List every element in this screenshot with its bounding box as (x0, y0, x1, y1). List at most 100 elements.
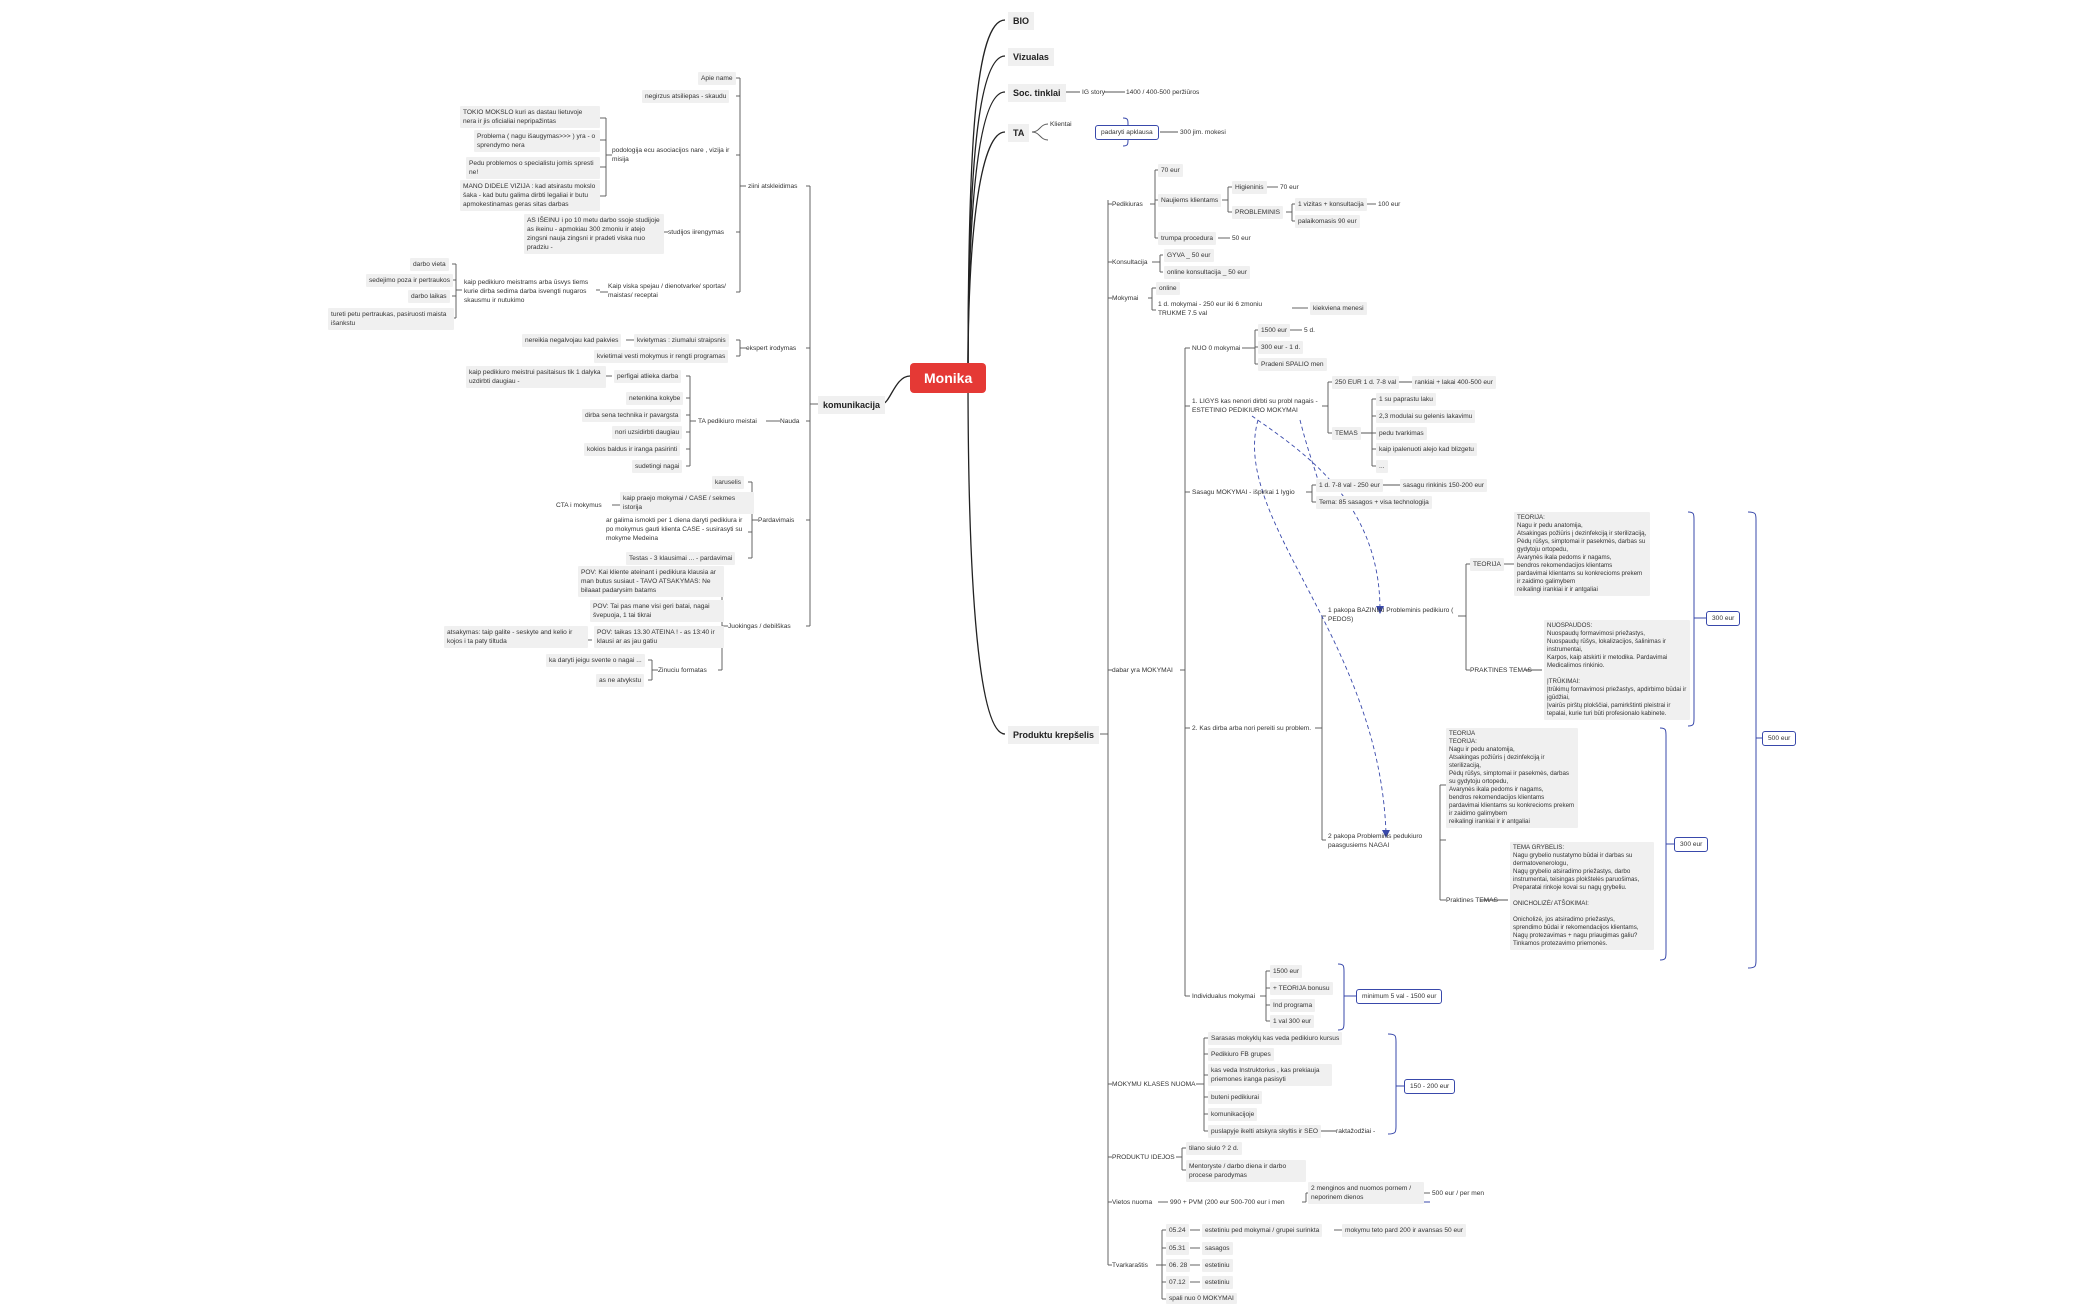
tema-2[interactable]: 2,3 modulai su gelenis lakavimu (1376, 410, 1476, 423)
tvark-d4[interactable]: 07.12 (1166, 1276, 1189, 1289)
mokymai-online[interactable]: online (1156, 282, 1180, 295)
trumpa-50[interactable]: 50 eur (1232, 235, 1251, 242)
sedejimo-poza[interactable]: sedejimo poza ir pertraukos (366, 274, 453, 287)
topic-ta[interactable]: TA (1008, 124, 1030, 142)
atsakymas[interactable]: atsakymas: taip galite - seskyte and kel… (444, 626, 588, 648)
ta-pedikiuro-meistai[interactable]: TA pedikiuro meistai (698, 418, 757, 425)
topic-soc-tinklai[interactable]: Soc. tinklai (1008, 84, 1066, 102)
ka-daryti[interactable]: ka daryti jeigu svente o nagai ... (546, 654, 645, 667)
nuo-0-mokymai[interactable]: NUO 0 mokymai (1192, 345, 1241, 352)
testas[interactable]: Testas - 3 klausimai ... - pardavimai (626, 552, 736, 565)
nuo0-1500[interactable]: 1500 eur (1258, 324, 1291, 337)
ta-klientai[interactable]: Klientai (1050, 121, 1072, 128)
vietos-pvm[interactable]: 990 + PVM (200 eur 500-700 eur i men (1170, 1199, 1285, 1206)
ind-programa[interactable]: Ind programa (1270, 999, 1316, 1012)
as-ne-atvykstu[interactable]: as ne atvykstu (596, 674, 645, 687)
sasagu-1d[interactable]: 1 d. 7-8 val - 250 eur (1316, 479, 1383, 492)
lygis-temas[interactable]: TEMAS (1332, 427, 1361, 440)
vietos-nuoma[interactable]: Vietos nuoma (1112, 1199, 1153, 1206)
tvark-d4-text[interactable]: estetiniu (1202, 1276, 1233, 1289)
tokio-mokslo[interactable]: TOKIO MOKSLO kuri as dastau lietuvoje ne… (460, 106, 600, 128)
idejos-mentoryste[interactable]: Mentoryste / darbo diena ir darbo proces… (1186, 1160, 1306, 1182)
pov-2[interactable]: POV: Tai pas mane visi geri batai, nagai… (590, 600, 724, 622)
pedu-problemos[interactable]: Pedu problemos o specialistu jomis spres… (466, 157, 600, 179)
klases-buteni[interactable]: buteni pedikiurai (1208, 1091, 1263, 1104)
higieninis-70[interactable]: 70 eur (1280, 184, 1299, 191)
vietos-menginos[interactable]: 2 menginos and nuomos pornem / neporinem… (1308, 1182, 1424, 1204)
perfigai[interactable]: perfigai atlieka darba (614, 370, 682, 383)
tema-3[interactable]: pedu tvarkimas (1376, 427, 1427, 440)
nereikia[interactable]: nereikia negalvojau kad pakvies (522, 334, 622, 347)
cta-mokymus[interactable]: CTA i mokymus (556, 502, 602, 509)
konsultacija-online[interactable]: online konsultacija _ 50 eur (1164, 266, 1250, 279)
pedikiuras[interactable]: Pedikiuras (1112, 201, 1143, 208)
ind-teorija[interactable]: + TEORIJA bonusu (1270, 982, 1333, 995)
kaip-praejo[interactable]: kaip praejo mokymai / CASE / sekmes isto… (620, 492, 754, 514)
karuselis[interactable]: karuselis (712, 476, 745, 489)
klases-sarasas[interactable]: Sarasas mokyklų kas veda pedikiuro kursu… (1208, 1032, 1343, 1045)
sasagu-tema[interactable]: Tema: 85 sasagos + visa technologija (1316, 496, 1432, 509)
mokymai-grupe[interactable]: 1 d. mokymai - 250 eur iki 6 zmoniu TRUK… (1158, 301, 1263, 317)
mokymai-kiekviena[interactable]: kiekviena menesi (1310, 302, 1367, 315)
trumpa-procedura[interactable]: trumpa procedura (1158, 232, 1217, 245)
vizitas-konsultacija[interactable]: 1 vizitas + konsultacija (1295, 198, 1367, 211)
kaip-ped-meistrui[interactable]: kaip pedikiuro meistrui pasitaisus tik 1… (466, 366, 606, 388)
ziniu-formatas[interactable]: Zinuciu formatas (658, 667, 707, 674)
summary-300-b[interactable]: 300 eur (1674, 837, 1709, 852)
klases-puslapyje[interactable]: puslapyje ikelti atskyra skyltis ir SEO (1208, 1125, 1321, 1138)
tema-4[interactable]: kaip ipalenuoti alejo kad blizgetu (1376, 443, 1477, 456)
kaip-viska[interactable]: Kaip viska spejau / dienotvarke/ sportas… (608, 283, 727, 299)
tvark-d1-text[interactable]: estetiniu ped mokymai / grupei surinkta (1202, 1224, 1323, 1237)
lygis-rankiai[interactable]: rankiai + lakai 400-500 eur (1412, 376, 1496, 389)
apie-name[interactable]: Apie name (698, 72, 736, 85)
juokingas[interactable]: Juokingas / debilškas (728, 623, 791, 630)
nori-daugiau[interactable]: nori uzsidirbti daugiau (612, 426, 683, 439)
pardavimai[interactable]: Pardavimais (758, 517, 795, 524)
darbo-laikas[interactable]: darbo laikas (408, 290, 450, 303)
topic-produktu-krepselis[interactable]: Produktu krepšelis (1008, 726, 1100, 744)
palaikomasis[interactable]: palaikomasis 90 eur (1295, 215, 1360, 228)
darbo-vieta[interactable]: darbo vieta (410, 258, 449, 271)
kas-dirba-problem[interactable]: 2. Kas dirba arba nori pereiti su proble… (1192, 725, 1312, 732)
kokios-baldus[interactable]: kokios baldus ir iranga pasirinti (584, 443, 681, 456)
tema-1[interactable]: 1 su paprastu laku (1376, 393, 1436, 406)
tvark-d1[interactable]: 05.24 (1166, 1224, 1189, 1237)
vizitas-100[interactable]: 100 eur (1378, 201, 1401, 208)
summary-150-200[interactable]: 150 - 200 eur (1404, 1079, 1456, 1094)
studijos-irengimas[interactable]: studijos iirengymas (668, 229, 725, 236)
produktu-idejos[interactable]: PRODUKTU IDEJOS (1112, 1154, 1175, 1161)
nauda[interactable]: Nauda (780, 418, 800, 425)
lygis-250eur[interactable]: 250 EUR 1 d. 7-8 val (1332, 376, 1400, 389)
klases-nuoma[interactable]: MOKYMU KLASES NUOMA (1112, 1081, 1196, 1088)
tvarkarastis[interactable]: Tvarkaraštis (1112, 1262, 1148, 1269)
individualus-mokymai[interactable]: Individualus mokymai (1192, 993, 1256, 1000)
nuo0-5d[interactable]: 5 d. (1304, 327, 1315, 334)
teorija[interactable]: TEORIJA (1470, 558, 1504, 571)
pov-3[interactable]: POV: taikas 13.30 ATEINA ! - as 13:40 ir… (594, 626, 724, 648)
klases-fb[interactable]: Pedikiuro FB grupes (1208, 1048, 1274, 1061)
soc-views[interactable]: 1400 / 400-500 peržiūros (1126, 89, 1200, 96)
vietos-per-men[interactable]: 500 eur / per men (1432, 1190, 1485, 1197)
pedikiuras-70[interactable]: 70 eur (1158, 164, 1183, 177)
higieninis[interactable]: Higieninis (1232, 181, 1267, 194)
topic-komunikacija[interactable]: komunikacija (818, 396, 886, 414)
konsultacija[interactable]: Konsultacija (1112, 259, 1148, 266)
lygis-1[interactable]: 1. LIGYS kas nenori dirbti su probl naga… (1192, 398, 1318, 414)
sasagu-rinkinys[interactable]: sasagu rinkinis 150-200 eur (1400, 479, 1488, 492)
praktines-temas[interactable]: PRAKTINES TEMAS (1470, 667, 1532, 674)
podologija[interactable]: podologija ecu asociacijos nare , vizija… (612, 147, 730, 163)
idejos-tilano[interactable]: tilano siulo ? 2 d. (1186, 1142, 1242, 1155)
ar-galima[interactable]: ar galima ismokti per 1 diena daryti ped… (606, 517, 743, 542)
kvietymas[interactable]: kvietymas : ziumalui straipsnis (634, 334, 729, 347)
tvark-d3-text[interactable]: estetiniu (1202, 1259, 1233, 1272)
ekspert-irodymas[interactable]: ekspert irodymas (746, 345, 797, 352)
nuo0-pradeti[interactable]: Pradeni SPALIO men (1258, 358, 1327, 371)
negirzus[interactable]: negirzus atsiliepas - skaudu (642, 90, 730, 103)
sudetingi-nagai[interactable]: sudetingi nagai (632, 460, 683, 473)
mokymai[interactable]: Mokymai (1112, 295, 1139, 302)
topic-vizualas[interactable]: Vizualas (1008, 48, 1054, 66)
topic-bio[interactable]: BIO (1008, 12, 1035, 30)
summary-500[interactable]: 500 eur (1762, 731, 1797, 746)
tvark-d3[interactable]: 06. 28 (1166, 1259, 1191, 1272)
ziniu-atskleidimas[interactable]: ziini atskleidimas (748, 183, 798, 190)
